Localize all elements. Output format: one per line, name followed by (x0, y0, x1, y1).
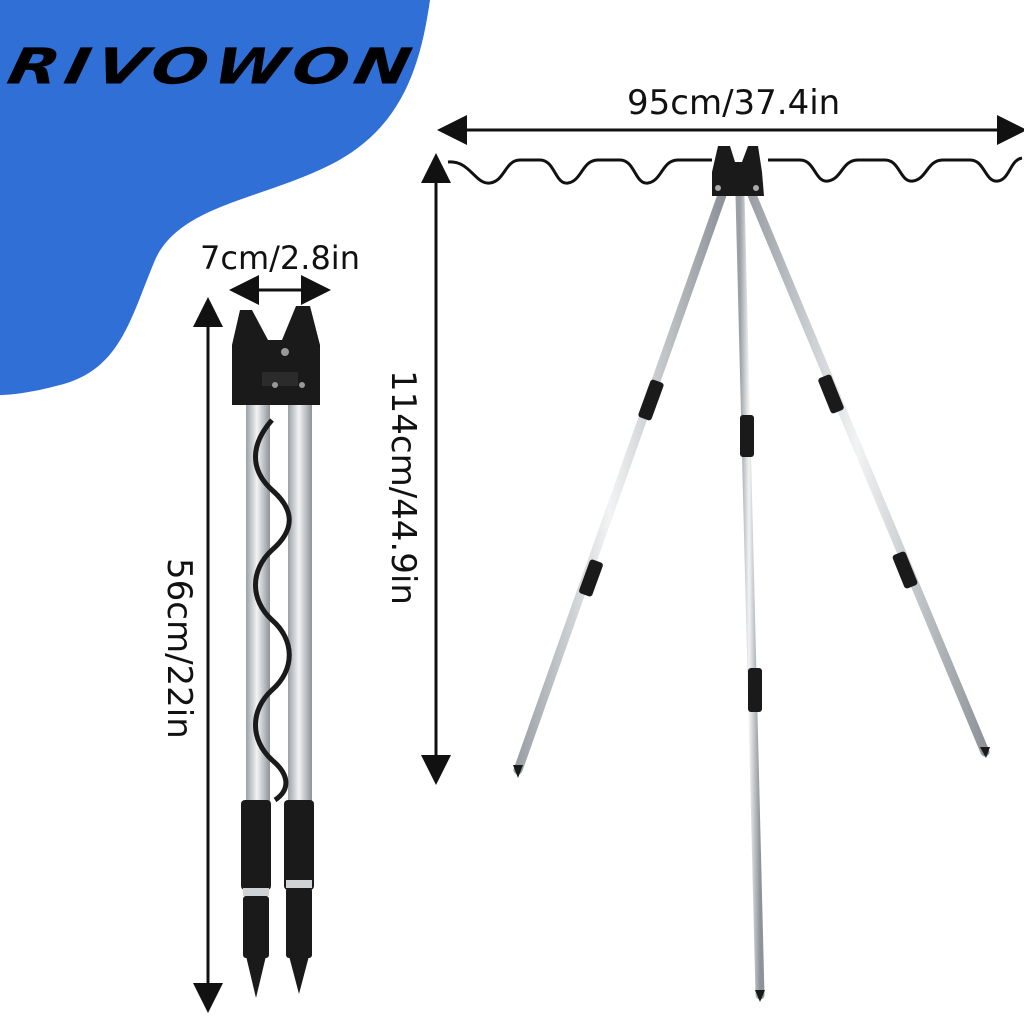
brand-background-shape (0, 0, 430, 395)
brand-logo: RIVOWON (2, 37, 423, 96)
span-dimension-label: 95cm/37.4in (627, 83, 841, 123)
head-width-dimension-label: 7cm/2.8in (200, 239, 360, 277)
tripod-deployed (513, 146, 990, 1002)
folded-length-dimension-label: 56cm/22in (159, 558, 199, 739)
rod-rest-bar (447, 156, 1023, 185)
tripod-folded (232, 306, 320, 998)
height-dimension-label: 114cm/44.9in (383, 370, 423, 605)
